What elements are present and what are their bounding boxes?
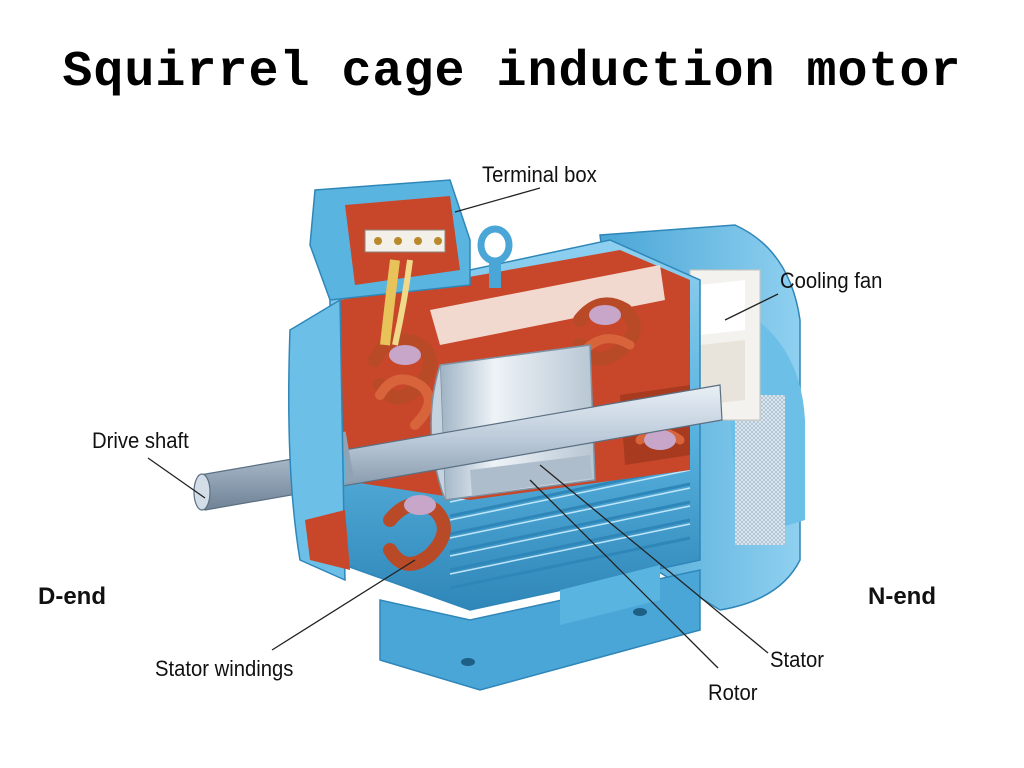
label-drive-shaft: Drive shaft <box>92 428 189 453</box>
leader-stator <box>539 464 769 654</box>
motor-base <box>379 565 701 691</box>
leader-drive-shaft <box>147 457 206 499</box>
label-d-end: D-end <box>38 583 106 610</box>
leader-lines <box>147 187 779 669</box>
d-end-shield <box>288 298 350 582</box>
leader-cooling-fan <box>724 293 779 321</box>
terminal-box <box>309 179 471 346</box>
label-stator: Stator <box>770 647 825 672</box>
label-stator-windings: Stator windings <box>155 656 294 681</box>
label-rotor: Rotor <box>708 680 758 705</box>
label-n-end: N-end <box>868 583 936 610</box>
label-terminal-box: Terminal box <box>482 162 597 187</box>
leader-rotor <box>529 479 719 669</box>
label-cooling-fan: Cooling fan <box>780 268 883 293</box>
slide-title: Squirrel cage induction motor <box>62 44 962 101</box>
leader-stator-windings <box>271 559 416 651</box>
leader-terminal-box <box>454 187 541 213</box>
lifting-eye <box>477 225 513 288</box>
